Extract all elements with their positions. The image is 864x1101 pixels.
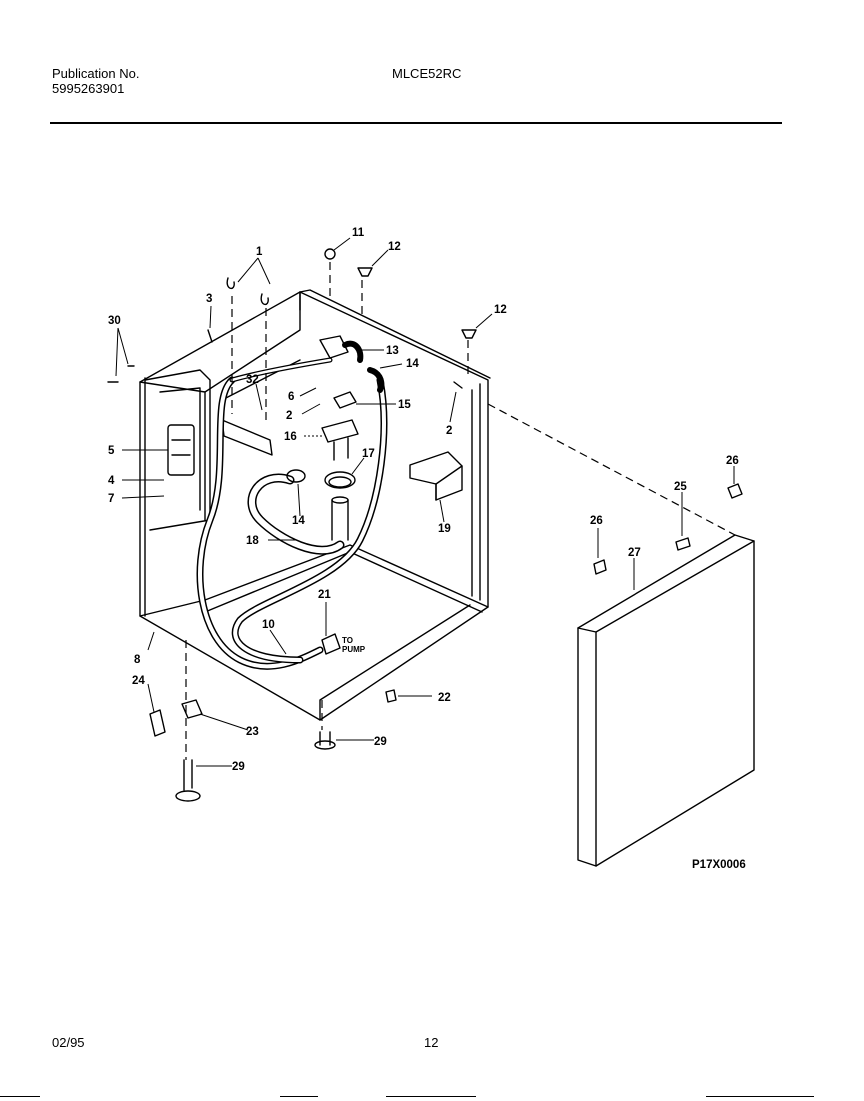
- callout-labels: 1 3 30 11 12 12 13 14 15 6 32 2 2 16 17 …: [108, 227, 746, 871]
- footer-date: 02/95: [52, 1035, 85, 1050]
- callout-13: 13: [386, 345, 399, 357]
- publication-label: Publication No.: [52, 66, 140, 81]
- callout-8: 8: [134, 654, 141, 666]
- callout-14-upper: 14: [406, 358, 419, 370]
- callout-5: 5: [108, 445, 115, 457]
- callout-2-right: 2: [446, 425, 452, 437]
- callout-11: 11: [352, 227, 365, 239]
- callout-22: 22: [438, 692, 451, 704]
- header-rule: [50, 122, 782, 124]
- callout-6: 6: [288, 391, 294, 403]
- footer-rule-2: [280, 1096, 318, 1097]
- figure-id: P17X0006: [692, 859, 746, 871]
- callout-12-right: 12: [494, 304, 507, 316]
- callout-7: 7: [108, 493, 114, 505]
- footer-rule-4: [706, 1096, 814, 1097]
- callout-17: 17: [362, 448, 375, 460]
- callout-24: 24: [132, 675, 145, 687]
- callout-26-right: 26: [726, 455, 739, 467]
- dashed-assembly-lines: [185, 262, 736, 760]
- callout-29-right: 29: [374, 736, 387, 748]
- callout-19: 19: [438, 523, 451, 535]
- callout-16: 16: [284, 431, 297, 443]
- callout-2-left: 2: [286, 410, 292, 422]
- callout-4: 4: [108, 475, 115, 487]
- callout-29-left: 29: [232, 761, 245, 773]
- leader-lines: [115, 237, 735, 767]
- callout-3: 3: [206, 293, 212, 305]
- publication-number: 5995263901: [52, 81, 125, 96]
- callout-30: 30: [108, 315, 121, 327]
- callout-18: 18: [246, 535, 259, 547]
- callout-25: 25: [674, 481, 687, 493]
- callout-12-top: 12: [388, 241, 401, 253]
- callout-23: 23: [246, 726, 259, 738]
- callout-14-lower: 14: [292, 515, 305, 527]
- footer-rule-3: [386, 1096, 476, 1097]
- callout-10: 10: [262, 619, 275, 631]
- callout-32: 32: [246, 374, 259, 386]
- to-pump-label-line2: PUMP: [342, 645, 366, 654]
- footer-page-number: 12: [424, 1035, 439, 1050]
- callout-21: 21: [318, 589, 331, 601]
- callout-1: 1: [256, 246, 263, 258]
- callout-26-left: 26: [590, 515, 603, 527]
- cabinet-drawing: [107, 248, 755, 867]
- footer-rule-1: [0, 1096, 40, 1097]
- callout-15: 15: [398, 399, 411, 411]
- model-number: MLCE52RC: [392, 66, 462, 81]
- callout-27: 27: [628, 547, 641, 559]
- to-pump-label-line1: TO: [342, 636, 353, 645]
